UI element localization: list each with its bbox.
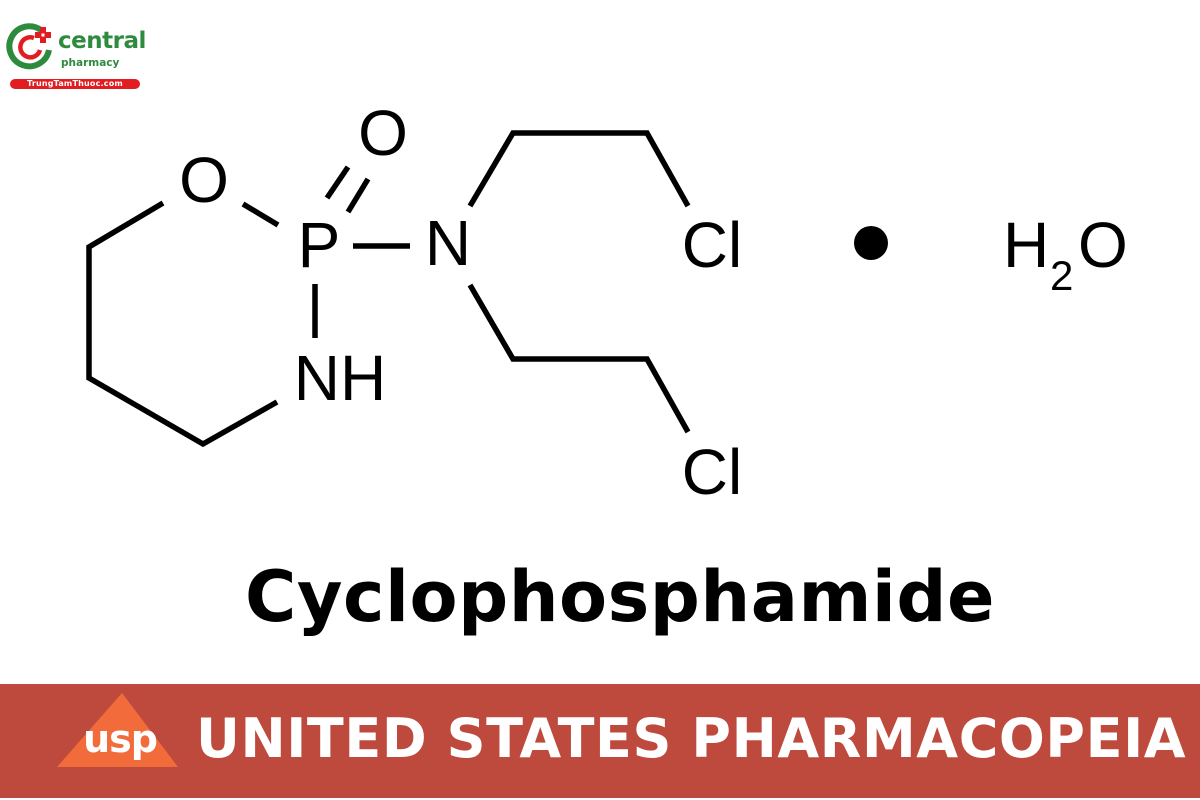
upper-chloroethyl-chain: [467, 130, 691, 208]
bond-o-p: [241, 201, 280, 228]
water-h: H: [1003, 209, 1049, 281]
water-formula: H 2 O: [1003, 209, 1128, 299]
usp-banner: usp UNITED STATES PHARMACOPEIA: [0, 684, 1200, 798]
atom-chlorine-upper: Cl: [682, 209, 742, 281]
logo-subtitle-text: pharmacy: [61, 57, 120, 69]
central-pharmacy-logo: central pharmacy TrungTamThuoc.com: [0, 0, 160, 100]
atom-chlorine-lower: Cl: [682, 436, 742, 508]
atom-ring-oxygen: O: [179, 144, 229, 216]
water-o: O: [1078, 209, 1128, 281]
chemical-structure-diagram: O P O N NH Cl Cl H 2 O: [86, 97, 1128, 508]
lower-chloroethyl-chain: [467, 283, 691, 434]
bond-p-o-double-2: [345, 177, 371, 214]
atom-phosphorus: P: [298, 209, 341, 281]
hydrate-dot-icon: [854, 226, 888, 260]
atom-amine-nitrogen: N: [425, 207, 471, 279]
pharmacy-emblem-icon: [6, 23, 52, 70]
atom-ring-nh: NH: [294, 342, 386, 414]
logo-brand-text: central: [58, 28, 146, 54]
bonds: [86, 130, 691, 448]
compound-title: Cyclophosphamide: [245, 556, 995, 638]
usp-logo-icon: usp: [57, 693, 178, 767]
banner-title: UNITED STATES PHARMACOPEIA: [196, 707, 1187, 770]
bond-p-o-double-1: [324, 165, 351, 200]
ring-carbon-bonds: [86, 200, 279, 448]
logo-website-pill: TrungTamThuoc.com: [10, 79, 140, 89]
water-subscript: 2: [1050, 252, 1073, 299]
usp-logo-text: usp: [83, 717, 157, 761]
atom-labels: O P O N NH Cl Cl: [179, 97, 742, 508]
atom-phosphoryl-oxygen: O: [358, 97, 408, 169]
